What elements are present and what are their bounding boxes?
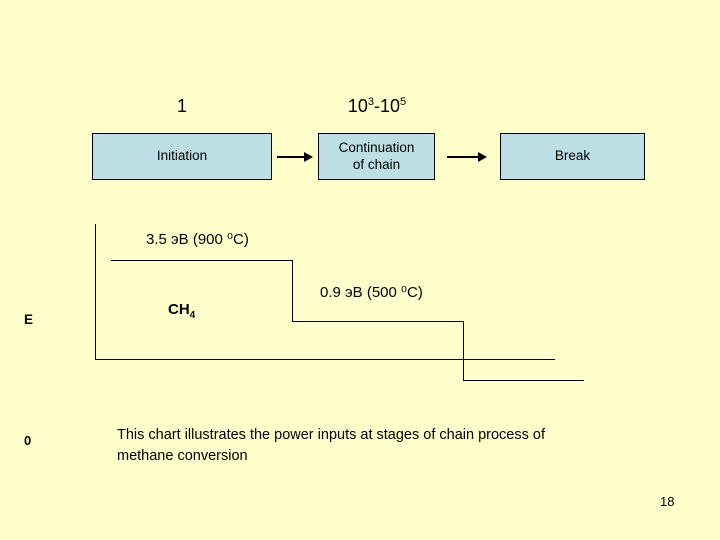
caption-line-1: This chart illustrates the power inputs …	[117, 427, 475, 443]
count-exponent-2: 5	[400, 96, 407, 108]
flow-box-initiation[interactable]: Initiation	[92, 133, 272, 180]
arrow-initiation-to-continuation	[277, 151, 313, 163]
species-symbol: CH	[168, 301, 190, 318]
caption-line-2: process of methane conversion	[117, 427, 545, 464]
count-separator: -	[374, 96, 380, 116]
step-line-second-top	[292, 321, 464, 322]
flow-box-break[interactable]: Break	[500, 133, 645, 180]
energy-baseline-zero	[95, 359, 555, 360]
energy-origin-label: 0	[24, 433, 32, 448]
stage-count-initiation: 1	[176, 96, 187, 116]
energy-axis-line	[95, 224, 96, 360]
step-line-first-top	[111, 260, 293, 261]
species-subscript: 4	[189, 310, 196, 321]
arrow-head	[304, 152, 313, 162]
stage-count-continuation: 103-105	[327, 96, 427, 117]
flow-box-continuation-of-chain[interactable]: Continuation of chain	[318, 133, 435, 180]
species-label-methane: CH4	[168, 301, 196, 321]
arrow-head	[478, 152, 487, 162]
step-label-second: 0.9 эB (500 ⁰C)	[320, 284, 423, 301]
step-label-first: 3.5 эB (900 ⁰C)	[146, 231, 249, 248]
arrow-continuation-to-break	[447, 151, 487, 163]
flow-box-label-line-2: of chain	[352, 156, 401, 172]
page-number: 18	[660, 494, 675, 509]
arrow-shaft	[277, 156, 304, 158]
count-exponent: 3	[367, 96, 374, 108]
step-line-final-below-zero	[463, 380, 584, 381]
count-base: 10	[347, 96, 368, 116]
energy-axis-label: E	[24, 312, 34, 327]
count-base-2: 10	[380, 96, 401, 116]
step-drop-second	[463, 321, 464, 381]
arrow-shaft	[447, 156, 478, 158]
flow-box-label-line-1: Continuation	[338, 140, 415, 156]
slide-caption: This chart illustrates the power inputs …	[117, 425, 597, 466]
step-drop-first	[292, 260, 293, 321]
